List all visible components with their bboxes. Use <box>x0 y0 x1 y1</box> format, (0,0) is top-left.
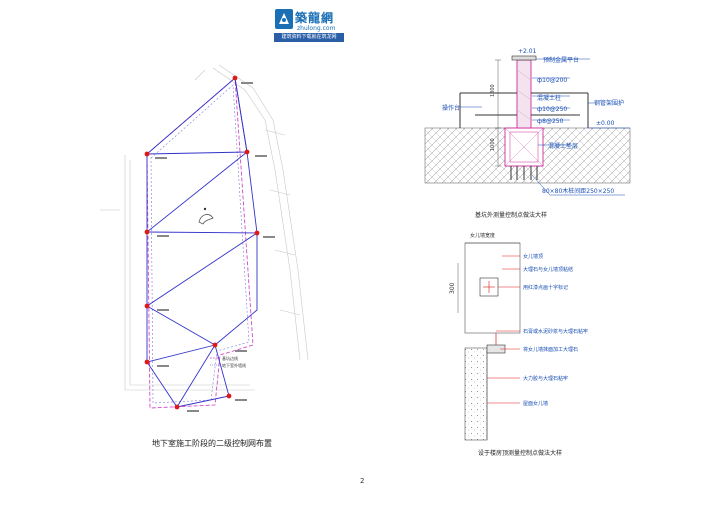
label-cross-mark: 用红漆点画十字标记 <box>523 284 568 291</box>
metal-platform <box>511 55 537 61</box>
legend-pit-edge: 基坑边线 <box>222 355 238 361</box>
section-leaders <box>487 330 520 404</box>
dim-top-elevation: +2.01 <box>518 48 537 55</box>
label-parapet-finish: 将女儿墙抹面加工大理石 <box>523 346 578 353</box>
concrete-column <box>516 59 532 129</box>
dim-1800: 1800 <box>490 84 496 97</box>
surrounding-roads <box>100 64 309 391</box>
page-number: 2 <box>360 477 365 485</box>
dim-1000: 1000 <box>490 138 496 151</box>
label-roof-parapet: 屋面女儿墙 <box>523 400 548 407</box>
plan-leaders <box>498 255 520 288</box>
label-parapet-top: 女儿墙顶 <box>523 253 543 260</box>
parapet-section <box>464 347 488 441</box>
control-points <box>144 75 260 410</box>
dimension-lines <box>495 59 501 167</box>
parapet-width-label: 女儿墙宽度 <box>470 232 495 239</box>
label-glue: 大力胶与大理石粘牢 <box>523 375 568 382</box>
label-piles: 80×80木桩间距250×250 <box>542 187 614 195</box>
label-column: 混凝土柱 <box>537 94 561 102</box>
rooftop-detail-caption: 设于楼房顶测量控制点做法大样 <box>478 450 563 457</box>
rooftop-control-point-detail: 女儿墙宽度 300 女儿墙顶 大理石与女儿墙顶粘结 用红漆点画十字标记 石膏或水… <box>449 232 588 441</box>
coordinate-labels <box>155 82 275 412</box>
label-marble-bond: 大理石与女儿墙顶粘结 <box>523 266 573 273</box>
drawing-legend: 基坑边线 地下室外墙线 <box>210 355 246 368</box>
logo-emblem-icon <box>275 9 293 29</box>
logo-url: zhulong.com <box>297 25 336 32</box>
legend-basement-wall: 地下室外墙线 <box>222 362 246 368</box>
logo-title: 築龍網 <box>295 11 335 25</box>
control-network-lines <box>146 77 258 408</box>
label-stage: 操作台 <box>442 104 460 112</box>
logo-band: 建筑资料下载就在筑龙网 <box>274 33 344 42</box>
leader-lines <box>460 58 630 196</box>
dim-300: 300 <box>449 282 456 294</box>
label-steel-rail: 钢管架围护 <box>594 99 624 107</box>
pit-control-point-detail: 1800 1000 +2.01 预制金属平台 ф10@200 混凝土柱 ф10@… <box>424 48 631 196</box>
label-gypsum-bond: 石膏或水泥砂浆与大理石粘牢 <box>523 328 588 335</box>
pit-detail-caption: 基坑外测量控制点做法大样 <box>475 212 548 219</box>
control-network-caption: 地下室施工阶段的二级控制网布置 <box>152 439 272 448</box>
label-platform: 预制金属平台 <box>543 56 579 64</box>
control-network-drawing: 基坑边线 地下室外墙线 <box>100 64 309 412</box>
steel-rail <box>459 92 589 128</box>
label-rebar-3: ф8@250 <box>537 118 564 125</box>
zhulong-logo: 築龍網 zhulong.com 建筑资料下载就在筑龙网 <box>274 8 344 48</box>
label-rebar-1: ф10@200 <box>537 77 567 84</box>
north-arrow-icon <box>198 207 214 225</box>
label-pad: 混凝土垫层 <box>548 142 578 150</box>
timber-piles <box>510 166 538 180</box>
dim-zero-elevation: ±0.00 <box>596 120 615 127</box>
label-rebar-2: ф10@250 <box>537 106 567 113</box>
